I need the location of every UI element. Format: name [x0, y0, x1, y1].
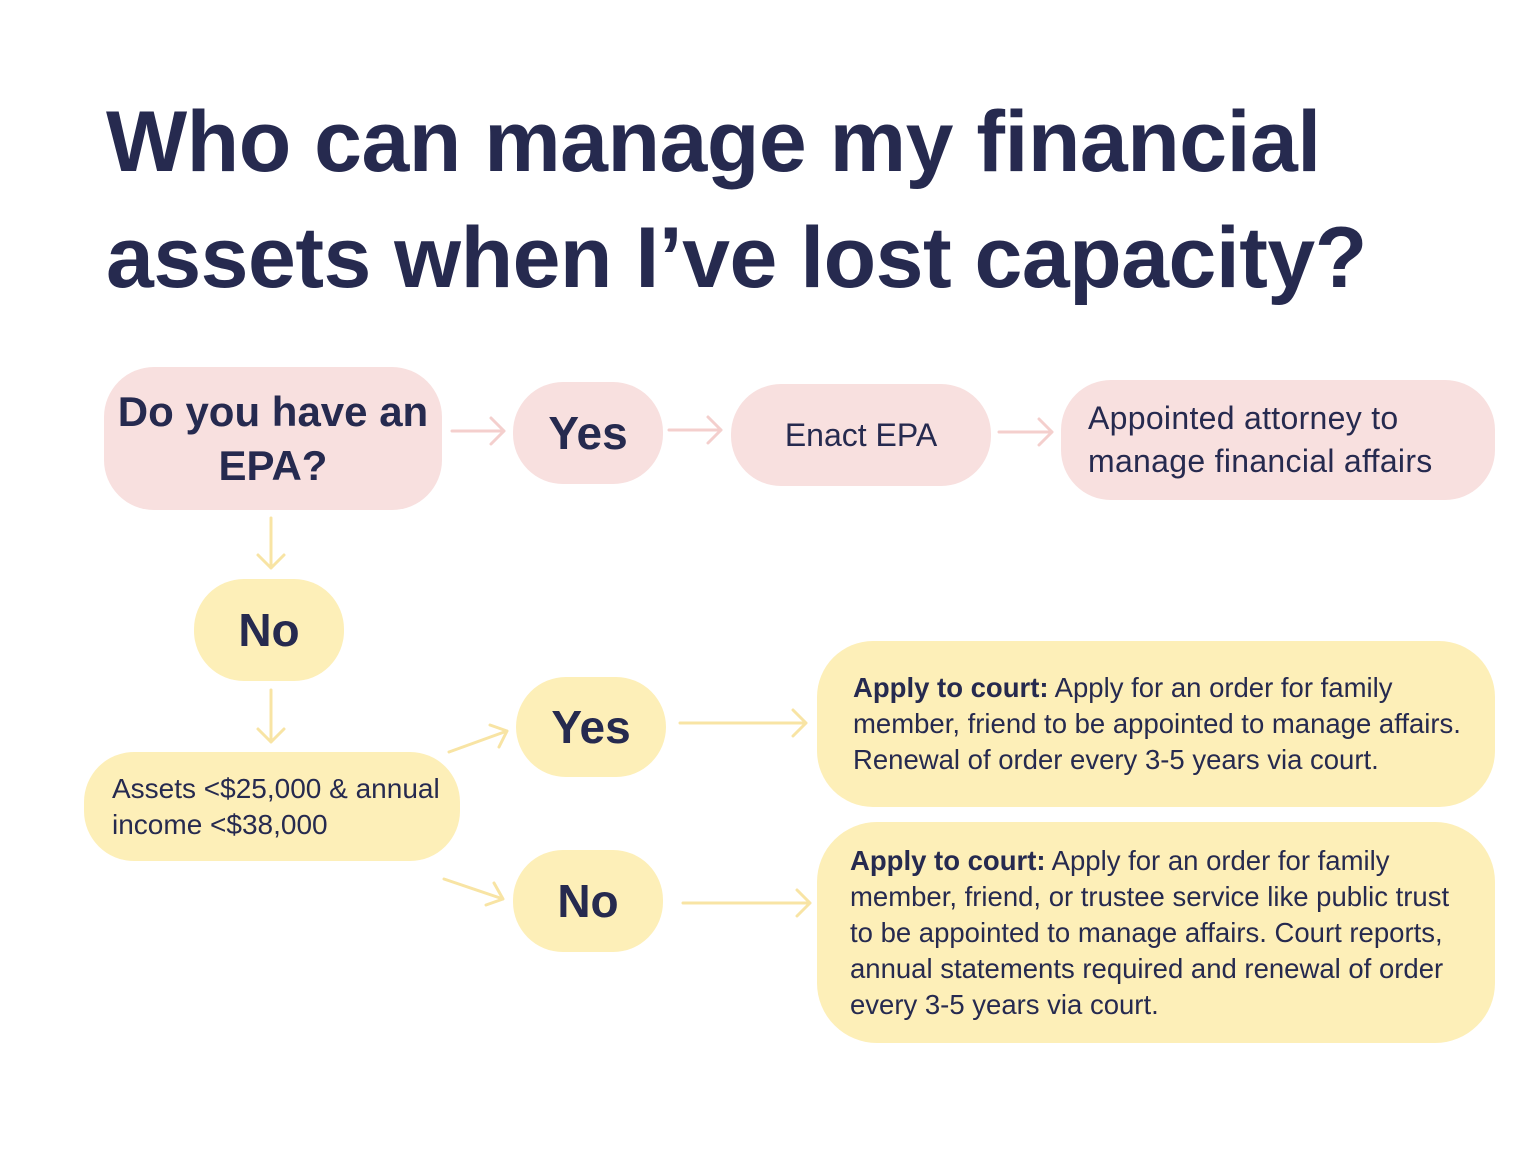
enact-epa-node: Enact EPA: [731, 384, 991, 486]
assets-question-node: Assets <$25,000 & annual income <$38,000: [84, 752, 460, 861]
epa-question-text: Do you have an EPA?: [117, 387, 429, 489]
arrow-epa-to-yes: [450, 416, 506, 446]
assets-yes-text: Yes: [551, 701, 631, 753]
arrow-yes-to-enact: [667, 415, 723, 445]
arrow-enact-to-attorney: [997, 417, 1054, 447]
court-order-yes-paragraph: Apply to court: Apply for an order for f…: [853, 670, 1471, 778]
assets-no-text: No: [557, 875, 619, 927]
page-title: Who can manage my financial assets when …: [106, 94, 1367, 306]
arrow-yes-to-court: [678, 708, 808, 738]
epa-yes-node: Yes: [513, 382, 663, 484]
appointed-attorney-node: Appointed attorney to manage financial a…: [1061, 380, 1495, 500]
epa-no-node: No: [194, 579, 344, 681]
assets-yes-node: Yes: [516, 677, 666, 777]
enact-epa-text: Enact EPA: [784, 416, 938, 453]
epa-no-text: No: [238, 604, 300, 656]
court-order-yes-node: Apply to court: Apply for an order for f…: [817, 641, 1495, 807]
court-order-yes-label: Apply to court:: [853, 672, 1049, 703]
court-order-yes-text: Apply for an order for family member, fr…: [853, 672, 1461, 775]
arrow-no-to-assets: [256, 688, 286, 744]
arrow-assets-to-yes: [447, 723, 509, 754]
epa-question-node: Do you have an EPA?: [104, 367, 442, 510]
arrow-assets-to-no: [442, 877, 505, 907]
arrow-epa-to-no: [256, 516, 286, 570]
court-order-no-paragraph: Apply to court: Apply for an order for f…: [850, 843, 1471, 1023]
arrow-no-to-court: [681, 888, 812, 918]
court-order-no-node: Apply to court: Apply for an order for f…: [817, 822, 1495, 1043]
court-order-no-text: Apply for an order for family member, fr…: [850, 844, 1450, 1020]
appointed-attorney-text: Appointed attorney to manage financial a…: [1088, 400, 1433, 479]
assets-question-text: Assets <$25,000 & annual income <$38,000: [112, 772, 440, 840]
assets-no-node: No: [513, 850, 663, 952]
court-order-no-label: Apply to court:: [850, 844, 1046, 876]
epa-yes-text: Yes: [548, 407, 628, 459]
